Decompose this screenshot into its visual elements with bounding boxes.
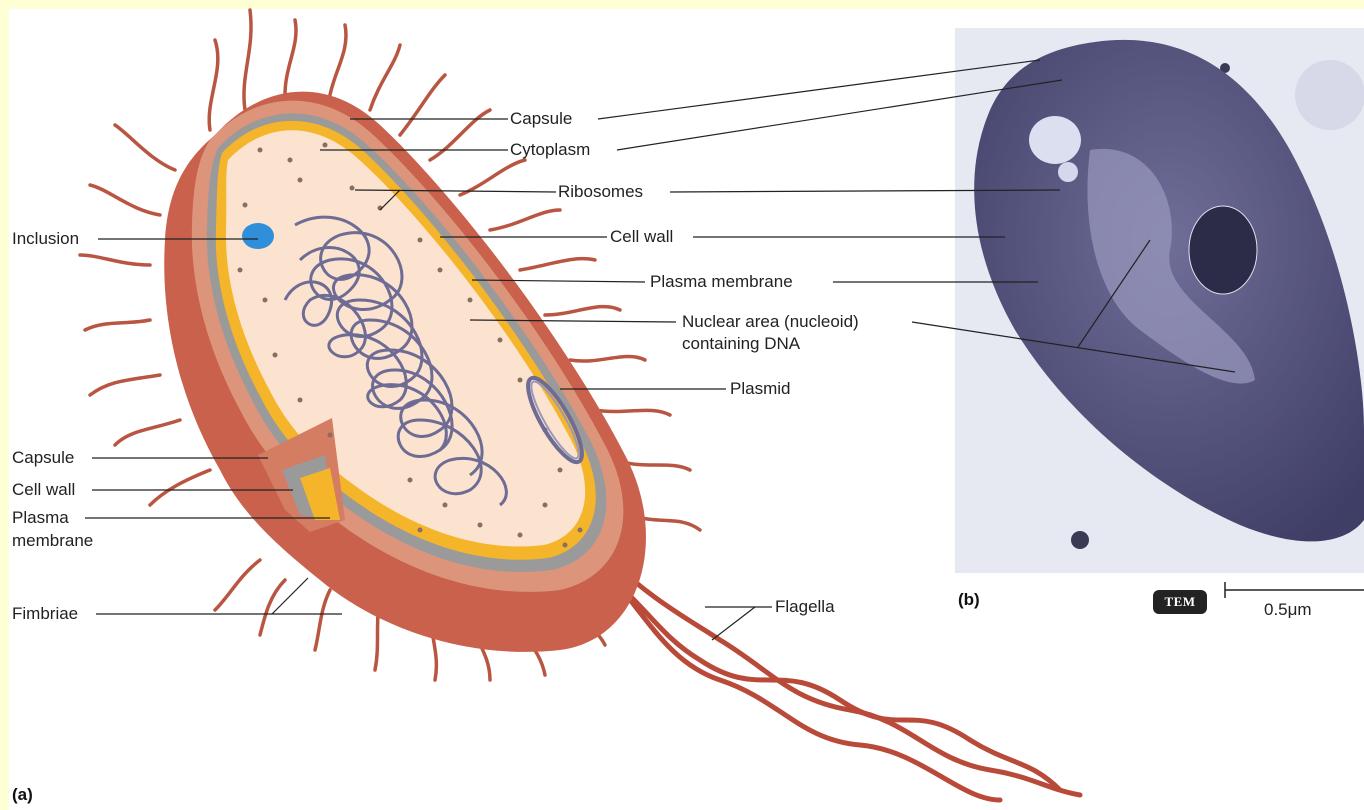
label-plasmid: Plasmid <box>730 379 790 399</box>
label-membrane-left: membrane <box>12 531 93 551</box>
label-fimbriae: Fimbriae <box>12 604 78 624</box>
bacterium <box>164 92 646 652</box>
label-cytoplasm: Cytoplasm <box>510 140 590 160</box>
scale-bar-label: 0.5μm <box>1264 600 1312 620</box>
label-cell-wall: Cell wall <box>610 227 673 247</box>
label-cell-wall-left: Cell wall <box>12 480 75 500</box>
label-plasma-membrane: Plasma membrane <box>650 272 793 292</box>
panel-label-b: (b) <box>958 590 980 610</box>
label-nuclear-area: Nuclear area (nucleoid) <box>682 312 859 332</box>
flagella <box>580 550 1080 800</box>
inclusion <box>242 223 274 249</box>
label-flagella: Flagella <box>775 597 835 617</box>
tem-badge: TEM <box>1153 590 1207 614</box>
scale-bar <box>1225 582 1364 598</box>
label-capsule: Capsule <box>510 109 572 129</box>
panel-label-a: (a) <box>12 785 33 805</box>
label-ribosomes: Ribosomes <box>558 182 643 202</box>
label-containing-dna: containing DNA <box>682 334 800 354</box>
label-capsule-left: Capsule <box>12 448 74 468</box>
label-plasma-left: Plasma <box>12 508 69 528</box>
label-inclusion: Inclusion <box>12 229 79 249</box>
tem-micrograph <box>955 28 1364 573</box>
